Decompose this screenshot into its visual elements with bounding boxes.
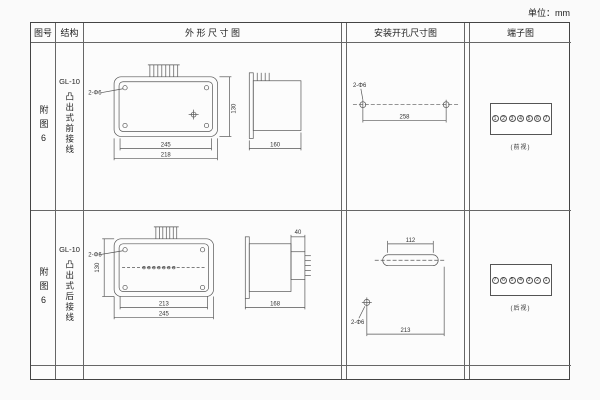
dim-depth: 160 xyxy=(270,142,281,148)
row1-spacer-2 xyxy=(465,43,470,211)
side-view: 40 168 xyxy=(244,230,311,310)
header-fig-no: 图号 xyxy=(31,23,56,43)
row2-terminal-cell: 7 6 5 4 3 2 1 (后视) xyxy=(470,211,571,366)
terminal-pin: 7 xyxy=(491,276,499,284)
footer-cell xyxy=(84,366,342,379)
fig-no-label: 附图6 xyxy=(38,266,49,310)
terminal-pin: 1 xyxy=(542,276,550,284)
terminal-pin: 4 xyxy=(517,115,524,122)
footer-cell xyxy=(347,366,465,379)
row1-spacer-1 xyxy=(342,43,347,211)
dim-bottom-span: 213 xyxy=(401,328,412,334)
dim-width-bottom: 218 xyxy=(161,152,172,158)
dim-width-top: 213 xyxy=(159,301,170,307)
hole-note-label: 2-Φ6 xyxy=(88,91,102,97)
row1-mounting-cell: 258 2-Φ6 xyxy=(347,43,465,211)
dim-width-bottom: 245 xyxy=(159,311,170,317)
terminal-pin: 6 xyxy=(500,276,507,284)
footer-cell xyxy=(31,366,56,379)
header-structure: 结构 xyxy=(56,23,84,43)
dim-depth: 168 xyxy=(270,301,281,307)
terminal-pin: 2 xyxy=(500,115,507,122)
terminal-caption: (前视) xyxy=(510,144,531,151)
row2-outline-cell: 2-Φ6 130 213 245 xyxy=(84,211,342,366)
row1-terminal-cell: 1 2 3 4 5 6 7 (前视) xyxy=(470,43,571,211)
mounting-drawing-front-wiring: 258 2-Φ6 xyxy=(352,83,459,123)
dim-width-top: 245 xyxy=(161,142,172,148)
dimensions: 130 213 245 xyxy=(95,238,214,320)
structure-type-label: 凸出式后接线 xyxy=(64,260,75,323)
unit-label: 单位：mm xyxy=(528,8,570,18)
terminal-diagram-rear: 7 6 5 4 3 2 1 xyxy=(489,264,552,296)
dimensions: 245 218 130 xyxy=(113,76,237,161)
terminal-pin: 7 xyxy=(542,115,550,122)
terminal-pin: 2 xyxy=(534,276,541,284)
terminal-pin: 3 xyxy=(525,276,533,284)
header-terminal: 端子图 xyxy=(470,23,571,43)
dim-height: 130 xyxy=(95,262,101,273)
dim-terminal-block: 40 xyxy=(295,230,302,236)
front-view xyxy=(113,226,214,297)
model-label: GL-10 xyxy=(59,77,80,86)
hole-note: 2-Φ6 xyxy=(88,88,124,97)
row2-fig-no-cell: 附图6 xyxy=(31,211,56,366)
row1-structure-cell: GL-10 凸出式前接线 xyxy=(56,43,84,211)
dim-slot-span: 112 xyxy=(406,238,415,244)
mounting-hole-note: 2-Φ6 xyxy=(353,83,367,89)
row1-outline-cell: 2-Φ6 245 218 130 160 xyxy=(84,43,342,211)
row2-spacer-1 xyxy=(342,211,347,366)
outline-drawing-rear-wiring: 2-Φ6 130 213 245 xyxy=(88,226,311,320)
terminal-pin: 4 xyxy=(517,276,524,284)
terminal-pin: 6 xyxy=(534,115,541,122)
row2-structure-cell: GL-10 凸出式后接线 xyxy=(56,211,84,366)
row2-mounting-cell: 112 2-Φ6 213 xyxy=(347,211,465,366)
fig-no-label: 附图6 xyxy=(38,105,49,148)
footer-cell xyxy=(56,366,84,379)
row1-fig-no-cell: 附图6 xyxy=(31,43,56,211)
structure-type-label: 凸出式前接线 xyxy=(64,92,75,155)
spec-table: 图号 结构 外 形 尺 寸 图 安装开孔尺寸图 端子图 附图6 GL-10 凸出… xyxy=(30,22,571,380)
mounting-hole-note: 2-Φ6 xyxy=(351,320,365,326)
header-spacer-1 xyxy=(342,23,347,43)
mounting-drawing-rear-wiring: 112 2-Φ6 213 xyxy=(351,238,447,337)
hole-note: 2-Φ6 xyxy=(88,250,124,259)
header-outline: 外 形 尺 寸 图 xyxy=(84,23,342,43)
row2-spacer-2 xyxy=(465,211,470,366)
header-mounting: 安装开孔尺寸图 xyxy=(347,23,465,43)
dim-height: 130 xyxy=(231,103,237,114)
terminal-diagram-front: 1 2 3 4 5 6 7 xyxy=(489,102,552,135)
hole-note-label: 2-Φ6 xyxy=(88,253,102,259)
terminal-pin: 3 xyxy=(508,115,516,122)
footer-cell xyxy=(465,366,470,379)
side-view: 160 xyxy=(248,72,302,151)
outline-drawing-front-wiring: 2-Φ6 245 218 130 160 xyxy=(88,64,302,161)
terminal-pin: 5 xyxy=(525,115,533,122)
footer-cell xyxy=(470,366,571,379)
header-spacer-2 xyxy=(465,23,470,43)
footer-cell xyxy=(342,366,347,379)
terminal-caption: (后视) xyxy=(510,306,531,312)
terminal-pin: 5 xyxy=(508,276,516,284)
front-view xyxy=(113,64,218,137)
model-label: GL-10 xyxy=(59,245,80,254)
dim-hole-span: 258 xyxy=(400,115,411,121)
terminal-pin: 1 xyxy=(491,115,499,122)
